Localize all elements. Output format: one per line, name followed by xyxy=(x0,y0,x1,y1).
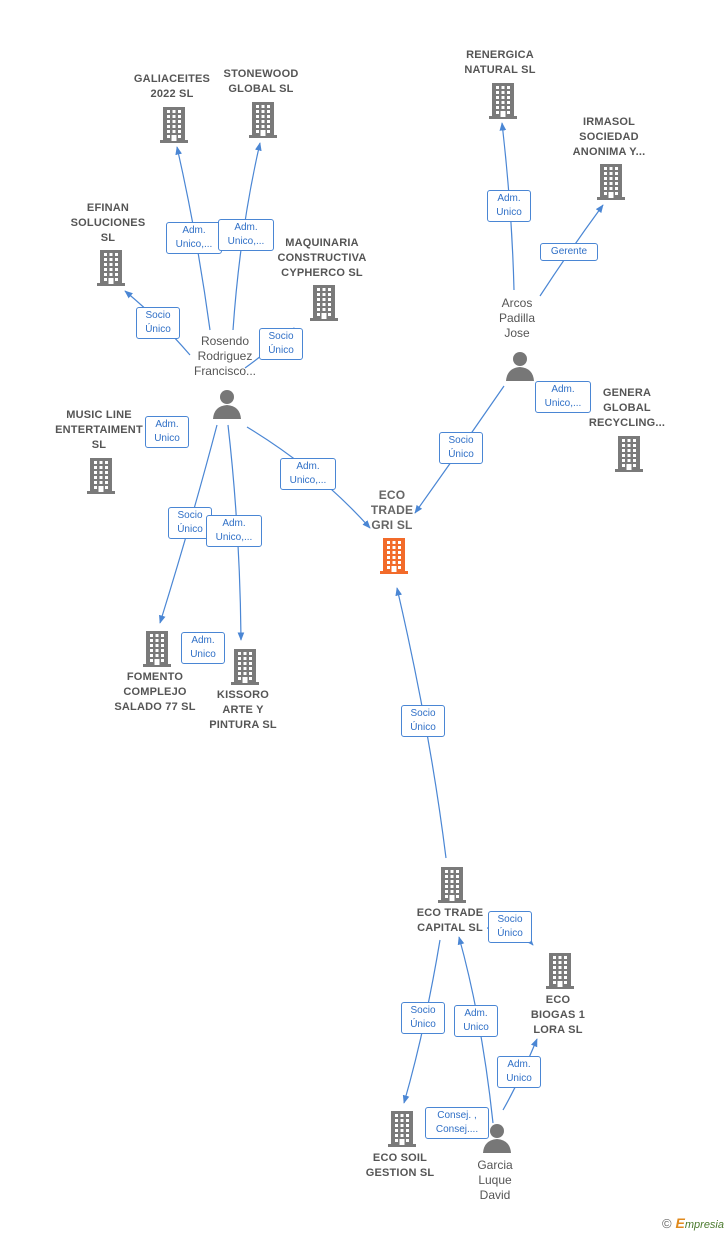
node-label[interactable]: Arcos Padilla Jose xyxy=(498,296,536,340)
relation-badge[interactable]: Adm. Unico,... xyxy=(166,222,222,254)
relation-badge[interactable]: Gerente xyxy=(540,243,598,261)
relation-badge[interactable]: Adm. Unico,... xyxy=(280,458,336,490)
person-icon[interactable] xyxy=(212,389,242,419)
copyright-icon: © xyxy=(661,1216,672,1231)
building-icon[interactable] xyxy=(309,285,339,321)
building-icon[interactable] xyxy=(387,1111,417,1147)
person-icon[interactable] xyxy=(505,351,535,381)
node-label[interactable]: STONEWOOD GLOBAL SL xyxy=(223,68,299,95)
node-label[interactable]: RENERGICA NATURAL SL xyxy=(464,49,536,76)
relation-badge[interactable]: Socio Único xyxy=(259,328,303,360)
relation-badge[interactable]: Adm. Unico,... xyxy=(218,219,274,251)
node-label[interactable]: Garcia Luque David xyxy=(477,1158,513,1202)
node-label[interactable]: GALIACEITES 2022 SL xyxy=(133,73,211,100)
node-label[interactable]: ECO TRADE CAPITAL SL xyxy=(416,907,484,934)
relation-badge[interactable]: Adm. Unico xyxy=(454,1005,498,1037)
relation-badge[interactable]: Adm. Unico xyxy=(181,632,225,664)
relation-badge[interactable]: Socio Único xyxy=(488,911,532,943)
building-icon[interactable] xyxy=(379,538,409,574)
building-icon[interactable] xyxy=(159,107,189,143)
building-icon[interactable] xyxy=(142,631,172,667)
building-icon[interactable] xyxy=(248,102,278,138)
building-icon[interactable] xyxy=(488,83,518,119)
node-label[interactable]: ECO SOIL GESTION SL xyxy=(365,1152,435,1179)
node-label[interactable]: MAQUINARIA CONSTRUCTIVA CYPHERCO SL xyxy=(277,237,367,279)
node-label[interactable]: FOMENTO COMPLEJO SALADO 77 SL xyxy=(114,671,196,713)
node-label[interactable]: MUSIC LINE ENTERTAIMENT SL xyxy=(55,409,143,451)
relation-badge[interactable]: Adm. Unico xyxy=(145,416,189,448)
building-icon[interactable] xyxy=(86,458,116,494)
relation-badge[interactable]: Socio Único xyxy=(401,705,445,737)
node-label[interactable]: KISSORO ARTE Y PINTURA SL xyxy=(209,689,277,731)
relation-badge[interactable]: Socio Único xyxy=(439,432,483,464)
person-icon[interactable] xyxy=(482,1123,512,1153)
building-icon[interactable] xyxy=(437,867,467,903)
node-label[interactable]: GENERA GLOBAL RECYCLING... xyxy=(588,387,666,429)
node-label[interactable]: Rosendo Rodriguez Francisco... xyxy=(193,334,256,378)
node-label[interactable]: ECO TRADE GRI SL xyxy=(370,488,414,532)
building-icon[interactable] xyxy=(96,250,126,286)
relation-badge[interactable]: Adm. Unico xyxy=(497,1056,541,1088)
empresia-logo: Empresia xyxy=(675,1215,724,1231)
building-icon[interactable] xyxy=(614,436,644,472)
relation-badge[interactable]: Adm. Unico,... xyxy=(206,515,262,547)
node-label[interactable]: EFINAN SOLUCIONES SL xyxy=(70,202,146,244)
node-label[interactable]: IRMASOL SOCIEDAD ANONIMA Y... xyxy=(572,116,646,158)
building-icon[interactable] xyxy=(596,164,626,200)
footer-brand: ©Empresia xyxy=(662,1215,724,1231)
node-label[interactable]: ECO BIOGAS 1 LORA SL xyxy=(530,994,586,1036)
relation-badge[interactable]: Consej. , Consej.... xyxy=(425,1107,489,1139)
relation-badge[interactable]: Socio Único xyxy=(136,307,180,339)
relation-badge[interactable]: Adm. Unico xyxy=(487,190,531,222)
relation-badge[interactable]: Adm. Unico,... xyxy=(535,381,591,413)
building-icon[interactable] xyxy=(230,649,260,685)
relation-badge[interactable]: Socio Único xyxy=(401,1002,445,1034)
building-icon[interactable] xyxy=(545,953,575,989)
